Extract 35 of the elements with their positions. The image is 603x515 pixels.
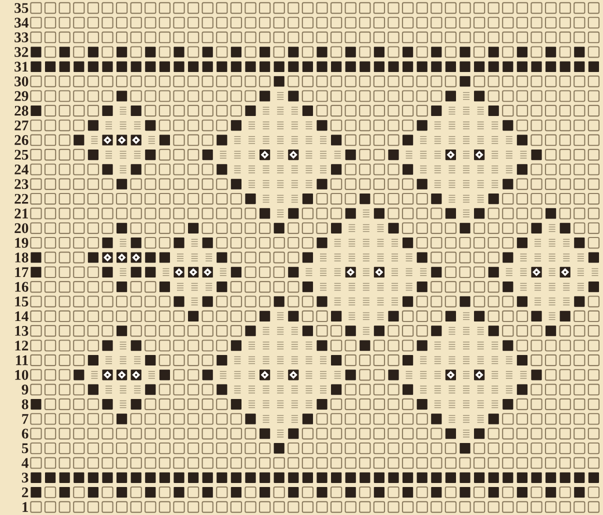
- row-number: 2: [22, 487, 28, 498]
- row-number: 9: [22, 384, 28, 395]
- row-number: 30: [14, 76, 28, 86]
- row-number: 35: [14, 3, 28, 13]
- row-number: 24: [14, 164, 28, 174]
- row-number: 10: [15, 370, 28, 380]
- row-number: 7: [22, 414, 28, 424]
- row-number: 18: [15, 252, 28, 262]
- row-number: 20: [14, 223, 28, 234]
- row-number: 26: [14, 135, 28, 146]
- row-number: 11: [16, 355, 28, 366]
- row-number: 19: [15, 238, 28, 248]
- row-number: 1: [22, 502, 28, 512]
- row-number: 32: [14, 47, 28, 57]
- row-number: 16: [15, 282, 28, 292]
- row-number: 29: [14, 91, 28, 101]
- row-number: 15: [15, 296, 28, 306]
- row-number: 14: [15, 311, 28, 322]
- row-number: 5: [22, 443, 28, 454]
- row-number: 22: [14, 194, 28, 204]
- row-number: 25: [14, 150, 28, 160]
- row-number: 33: [14, 32, 28, 42]
- row-number: 34: [14, 18, 28, 28]
- row-number: 31: [14, 62, 28, 72]
- row-number: 3: [22, 472, 28, 483]
- row-number: 4: [22, 458, 28, 468]
- row-number: 17: [15, 267, 28, 278]
- row-number: 28: [14, 106, 28, 116]
- row-number: 27: [14, 120, 28, 130]
- row-number: 12: [15, 340, 28, 350]
- row-number: 13: [15, 326, 28, 336]
- row-number: 8: [22, 399, 28, 410]
- row-number: 21: [14, 208, 28, 218]
- row-number: 23: [14, 179, 28, 190]
- row-number: 6: [22, 428, 28, 439]
